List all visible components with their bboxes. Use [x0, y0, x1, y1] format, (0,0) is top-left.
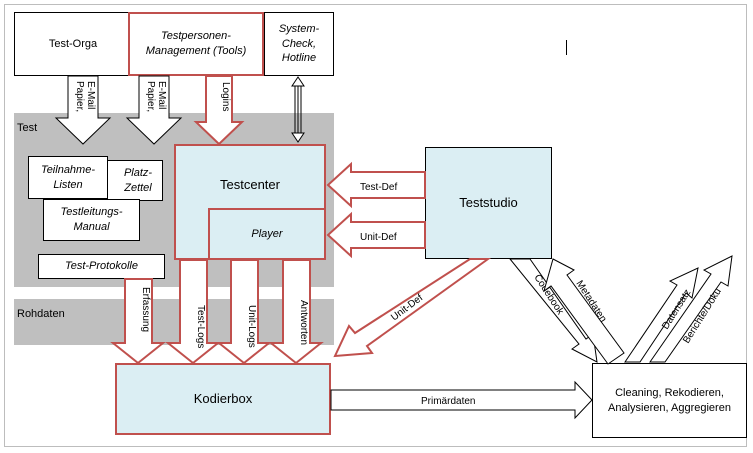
unit-def-upper-label: Unit-Def [360, 232, 397, 243]
papier-email-label-1: Papier, [74, 81, 85, 112]
antworten-arrow [268, 259, 324, 365]
rohdaten-band-label: Rohdaten [17, 308, 65, 320]
test-logs-label: Test-Logs [195, 305, 206, 348]
system-check-double-arrow [291, 76, 305, 143]
test-def-label: Test-Def [360, 182, 397, 193]
testleitungs-manual-box: Testleitungs-Manual [43, 199, 140, 241]
metadaten-arrow [543, 258, 625, 365]
teststudio-box: Teststudio [425, 147, 552, 259]
unit-logs-label: Unit-Logs [246, 305, 257, 348]
primaerdaten-arrow [330, 380, 593, 420]
test-orga-label: Test-Orga [48, 37, 98, 50]
diagram-frame [4, 4, 747, 447]
platz-zettel-label: Platz-Zettel [123, 166, 153, 194]
logins-label: Logins [220, 82, 231, 111]
testpersonen-management-label: Testpersonen-Management (Tools) [145, 30, 247, 57]
papier-email-label-1b: E-Mail [85, 81, 96, 109]
berichte-doku-arrow [649, 255, 733, 363]
papier-email-arrow-1 [54, 75, 112, 145]
datensatz-arrow [624, 267, 699, 363]
test-logs-arrow [165, 259, 221, 365]
system-check-label: System-Check, Hotline [278, 22, 320, 65]
test-orga-box: Test-Orga [14, 12, 132, 76]
cleaning-box: Cleaning, Rekodieren, Analysieren, Aggre… [592, 363, 747, 438]
test-band-label: Test [17, 122, 38, 134]
teststudio-label: Teststudio [459, 195, 518, 211]
erfassung-label: Erfassung [140, 287, 151, 332]
primaerdaten-label: Primärdaten [421, 396, 475, 407]
papier-email-label-2b: E-Mail [156, 81, 167, 109]
erfassung-arrow [110, 278, 166, 365]
kodierbox-label: Kodierbox [193, 391, 253, 407]
player-box: Player [208, 208, 326, 260]
unit-logs-arrow [216, 259, 272, 365]
papier-email-arrow-2 [125, 75, 183, 145]
teilnahme-listen-label: Teilnahme-Listen [40, 163, 95, 191]
test-protokolle-box: Test-Protokolle [38, 254, 165, 279]
testpersonen-management-box: Testpersonen-Management (Tools) [128, 12, 264, 76]
logins-arrow [193, 75, 245, 146]
testleitungs-manual-label: Testleitungs-Manual [60, 206, 123, 233]
system-check-box: System-Check, Hotline [264, 12, 334, 76]
antworten-label: Antworten [298, 300, 309, 345]
unit-def-upper-arrow [326, 211, 426, 259]
text-cursor [566, 40, 567, 55]
teilnahme-listen-box: Teilnahme-Listen [28, 156, 108, 199]
papier-email-label-2: Papier, [145, 81, 156, 112]
test-def-arrow [326, 161, 426, 209]
rohdaten-band [14, 299, 334, 345]
test-protokolle-label: Test-Protokolle [65, 260, 138, 273]
codebook-arrow [508, 258, 598, 363]
player-label: Player [251, 227, 283, 240]
kodierbox-box: Kodierbox [115, 363, 331, 435]
cleaning-label: Cleaning, Rekodieren, Analysieren, Aggre… [608, 386, 731, 414]
unit-def-diagonal-arrow [333, 258, 492, 358]
testcenter-label: Testcenter [220, 177, 280, 192]
